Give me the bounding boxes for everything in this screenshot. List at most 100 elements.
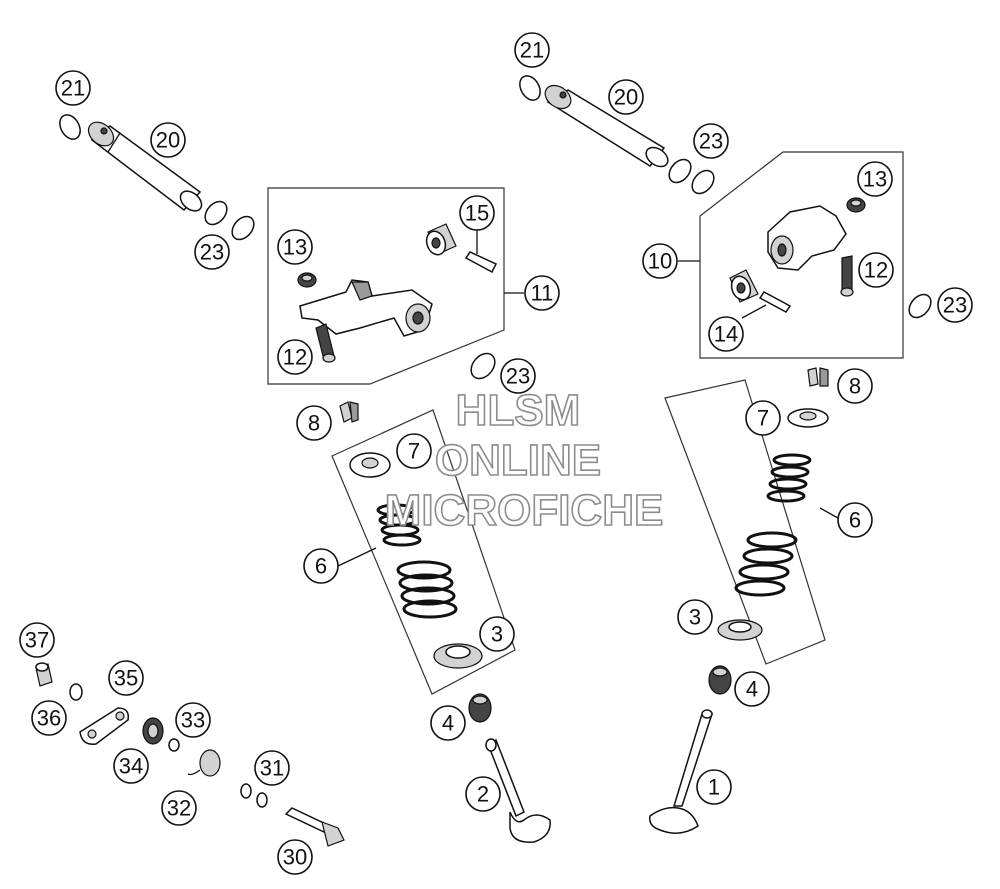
shim-23-left-b (231, 215, 255, 241)
adjuster-screw-12-left (315, 323, 336, 363)
callout-20-left: 20 (150, 122, 186, 158)
washer-36 (69, 683, 83, 701)
o-ring-21-right (519, 75, 541, 101)
callout-23-right: 23 (693, 123, 729, 159)
svg-text:4: 4 (442, 711, 454, 736)
callout-6-left: 6 (303, 548, 339, 584)
callout-34: 34 (113, 748, 149, 784)
watermark-line-3: MICROFICHE (385, 486, 664, 535)
callout-23-left: 23 (194, 234, 230, 270)
spring-seat-3-left (433, 643, 483, 669)
valve-keeper-8-right (807, 367, 829, 387)
spring-32 (187, 749, 221, 777)
valve-1 (648, 709, 714, 834)
spring-retainer-7-left (349, 452, 391, 478)
callout-8-right: 8 (837, 368, 873, 404)
callout-2: 2 (465, 776, 501, 812)
nut-13-left (297, 272, 317, 288)
shim-23-right-b (691, 169, 715, 195)
screw-37 (35, 662, 53, 687)
callout-3-right: 3 (677, 599, 713, 635)
callout-36: 36 (31, 700, 67, 736)
watermark-line-1: HLSM (456, 386, 581, 435)
callout-37: 37 (19, 622, 55, 658)
svg-text:32: 32 (167, 796, 191, 821)
o-ring-31-a (240, 783, 252, 799)
rocker-arm-10 (767, 205, 847, 271)
callout-3-left: 3 (479, 616, 515, 652)
svg-text:6: 6 (315, 554, 327, 579)
svg-text:1: 1 (708, 775, 720, 800)
nut-13-right (846, 197, 866, 213)
inner-spring-6-left (376, 503, 422, 547)
leader-lines (337, 230, 839, 567)
svg-text:12: 12 (864, 258, 888, 283)
rocker-shaft-20-right (544, 84, 669, 168)
svg-text:35: 35 (114, 666, 138, 691)
spring-seat-3-right (717, 619, 763, 641)
spring-retainer-7-right (787, 408, 829, 428)
svg-text:23: 23 (200, 240, 224, 265)
outer-spring-6-right (734, 531, 798, 597)
valve-stem-seal-4-left (468, 693, 492, 723)
rocker-arm-assembly-box-left (267, 187, 505, 385)
svg-text:6: 6 (849, 508, 861, 533)
callout-35: 35 (108, 660, 144, 696)
roller-bearing-14 (729, 269, 759, 303)
svg-text:8: 8 (849, 374, 861, 399)
svg-text:7: 7 (757, 406, 769, 431)
shim-23-right-a (668, 158, 692, 184)
bearing-34 (142, 717, 164, 745)
svg-text:21: 21 (61, 76, 85, 101)
rocker-shaft-20-left (87, 121, 203, 212)
callout-13-left: 13 (277, 229, 313, 265)
svg-text:20: 20 (156, 128, 180, 153)
callout-14: 14 (708, 316, 744, 352)
callout-8-left: 8 (296, 405, 332, 441)
lever-35 (79, 707, 130, 745)
callout-32: 32 (161, 790, 197, 826)
rocker-arm-assembly-box-right (699, 151, 904, 359)
svg-text:31: 31 (260, 756, 284, 781)
callout-13-right: 13 (857, 161, 893, 197)
svg-text:10: 10 (648, 249, 672, 274)
callout-4-left: 4 (430, 705, 466, 741)
callout-7-left: 7 (396, 433, 432, 469)
shim-23-left-a (204, 200, 228, 226)
shim-23-far-right (908, 293, 932, 319)
valve-spring-box-left (331, 409, 516, 695)
svg-text:11: 11 (531, 281, 554, 306)
svg-text:23: 23 (506, 364, 530, 389)
callout-15: 15 (459, 195, 495, 231)
valve-stem-seal-4-right (708, 665, 732, 695)
valve-spring-box-right (664, 379, 826, 665)
svg-text:21: 21 (520, 38, 544, 63)
svg-text:30: 30 (283, 845, 307, 870)
svg-text:13: 13 (283, 235, 307, 260)
callout-12-right: 12 (858, 252, 894, 288)
callout-4-right: 4 (734, 671, 770, 707)
callout-31: 31 (254, 750, 290, 786)
callout-7-right: 7 (745, 400, 781, 436)
svg-text:3: 3 (491, 622, 503, 647)
valve-2 (485, 738, 551, 843)
callout-20-right: 20 (608, 79, 644, 115)
callout-11: 11 (524, 275, 560, 311)
shim-23-center (470, 352, 496, 380)
svg-text:20: 20 (614, 85, 638, 110)
svg-text:12: 12 (283, 345, 307, 370)
callout-21-left: 21 (55, 70, 91, 106)
callout-21-right: 21 (514, 32, 550, 68)
o-ring-31-b (256, 792, 268, 808)
watermark: HLSM ONLINE MICROFICHE (384, 385, 664, 536)
svg-text:7: 7 (408, 439, 420, 464)
callout-23-center: 23 (500, 358, 536, 394)
ring-33 (168, 738, 180, 752)
svg-text:15: 15 (465, 201, 489, 226)
svg-text:33: 33 (181, 708, 205, 733)
callout-33: 33 (175, 702, 211, 738)
svg-text:13: 13 (863, 167, 887, 192)
callout-30: 30 (277, 839, 313, 875)
svg-text:23: 23 (699, 129, 723, 154)
